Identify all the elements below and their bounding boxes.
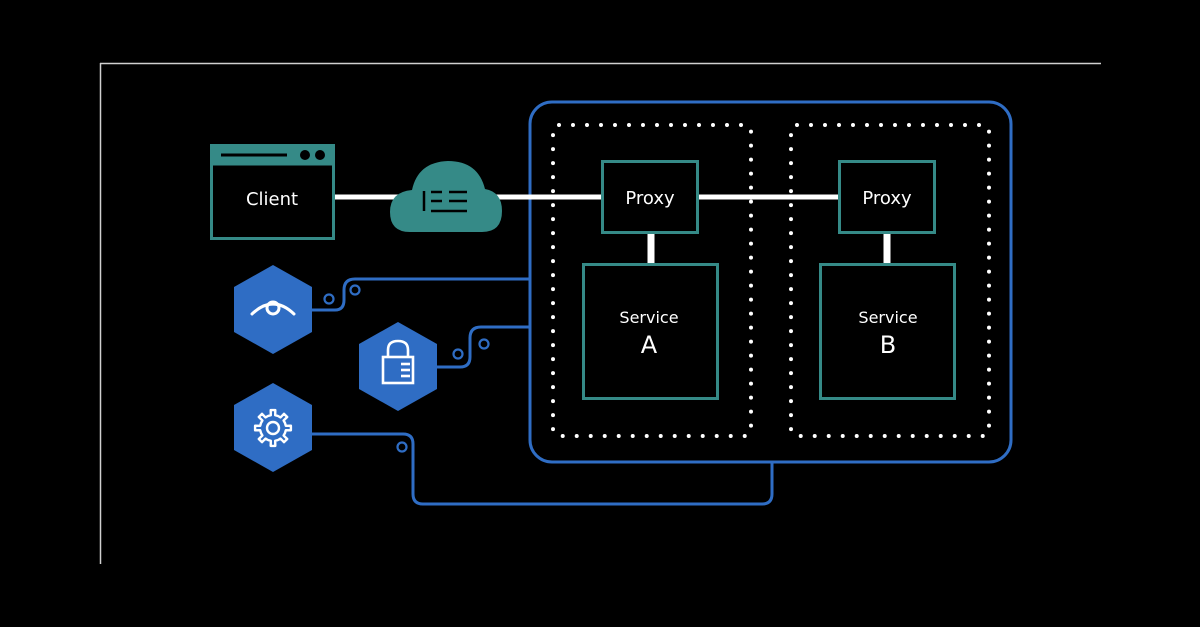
cloud-icon bbox=[390, 161, 502, 232]
service-b-letter: B bbox=[880, 331, 896, 359]
security-hexagon bbox=[359, 322, 437, 411]
proxy-a-label: Proxy bbox=[625, 188, 675, 209]
client-label: Client bbox=[246, 189, 298, 210]
observability-hexagon bbox=[234, 265, 312, 354]
window-dot-icon bbox=[315, 150, 325, 160]
service-a-label: Service bbox=[619, 308, 678, 327]
connector-node bbox=[452, 348, 464, 360]
lock-icon bbox=[381, 339, 415, 385]
eye-icon bbox=[250, 300, 296, 316]
gear-connector bbox=[312, 432, 774, 506]
window-dot-icon bbox=[300, 150, 310, 160]
configuration-hexagon bbox=[234, 383, 312, 472]
service-a: Service A bbox=[582, 263, 719, 400]
connector-node bbox=[349, 284, 361, 296]
client-node: Client bbox=[210, 144, 335, 240]
mesh-boundary bbox=[528, 100, 1013, 464]
connector-node bbox=[396, 441, 408, 453]
gear-icon bbox=[253, 408, 293, 448]
data-links bbox=[334, 194, 891, 264]
eye-connector bbox=[312, 277, 530, 312]
proxy-b: Proxy bbox=[838, 160, 936, 234]
control-plane-connectors bbox=[312, 277, 774, 506]
connector-node bbox=[478, 338, 490, 350]
proxy-b-label: Proxy bbox=[862, 188, 912, 209]
lock-connector bbox=[437, 325, 530, 369]
proxy-a: Proxy bbox=[601, 160, 699, 234]
connector-nodes bbox=[323, 284, 490, 453]
service-b-label: Service bbox=[858, 308, 917, 327]
service-a-letter: A bbox=[641, 331, 658, 359]
connector-node bbox=[323, 293, 335, 305]
service-b: Service B bbox=[819, 263, 956, 400]
